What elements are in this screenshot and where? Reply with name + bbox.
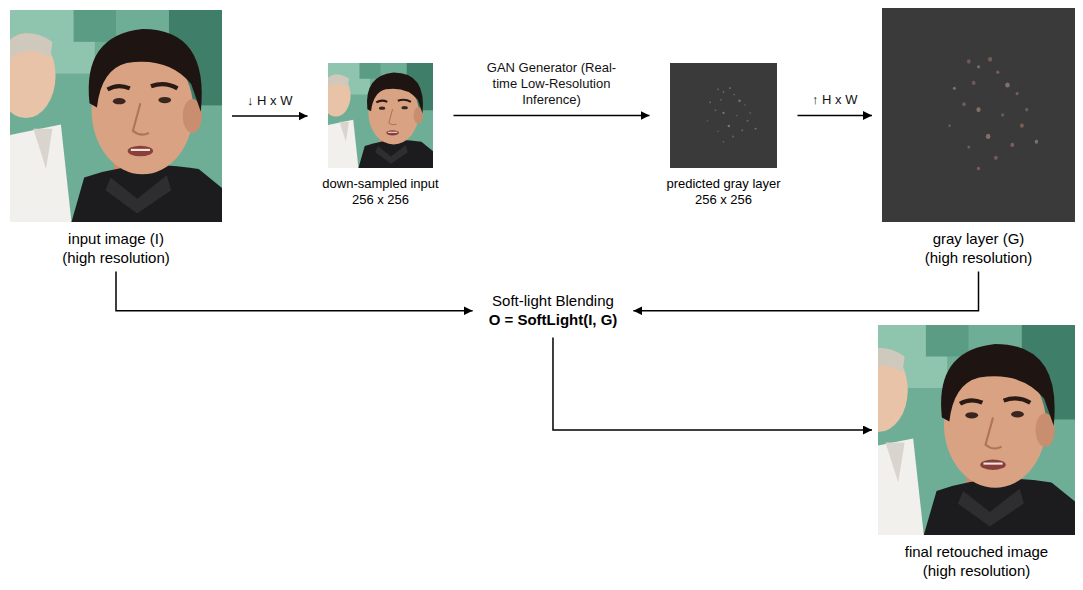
image-panel: final retouched image (high resolution)	[878, 325, 1075, 581]
gray-layer-small	[670, 63, 777, 168]
image-caption: gray layer (G) (high resolution)	[915, 230, 1043, 268]
flow-arrow	[116, 272, 473, 311]
image-area	[882, 8, 1075, 230]
image-caption: predicted gray layer 256 x 256	[660, 176, 788, 209]
input-photo	[0, 10, 222, 222]
downsampled-photo	[321, 63, 433, 168]
flow-arrow	[553, 338, 872, 431]
image-panel: down-sampled input 256 x 256	[318, 63, 444, 209]
flow-arrow	[798, 115, 873, 117]
image-area	[660, 63, 767, 176]
operation-text: Soft-light Blending	[489, 292, 618, 311]
image-caption: input image (I) (high resolution)	[52, 230, 180, 268]
image-area	[10, 10, 222, 230]
image-caption: down-sampled input 256 x 256	[318, 176, 444, 209]
operation-text: O = SoftLight(I, G)	[489, 311, 618, 330]
image-panel: gray layer (G) (high resolution)	[882, 8, 1075, 268]
image-caption: final retouched image (high resolution)	[894, 543, 1059, 581]
image-area	[318, 63, 423, 176]
flow-arrow	[232, 115, 308, 117]
flow-arrow	[633, 272, 978, 311]
gray-layer-large	[882, 8, 1075, 222]
image-panel: input image (I) (high resolution)	[10, 10, 222, 268]
edge-label: GAN Generator (Real-time Low-Resolution …	[482, 60, 622, 109]
image-panel: predicted gray layer 256 x 256	[660, 63, 788, 209]
image-area	[878, 325, 1075, 543]
flow-arrow	[454, 115, 650, 117]
edge-label: ↓ H x W	[247, 93, 293, 109]
retouched-photo	[848, 325, 1075, 535]
operation-box: Soft-light BlendingO = SoftLight(I, G)	[479, 288, 628, 334]
edge-label: ↑ H x W	[812, 92, 858, 108]
